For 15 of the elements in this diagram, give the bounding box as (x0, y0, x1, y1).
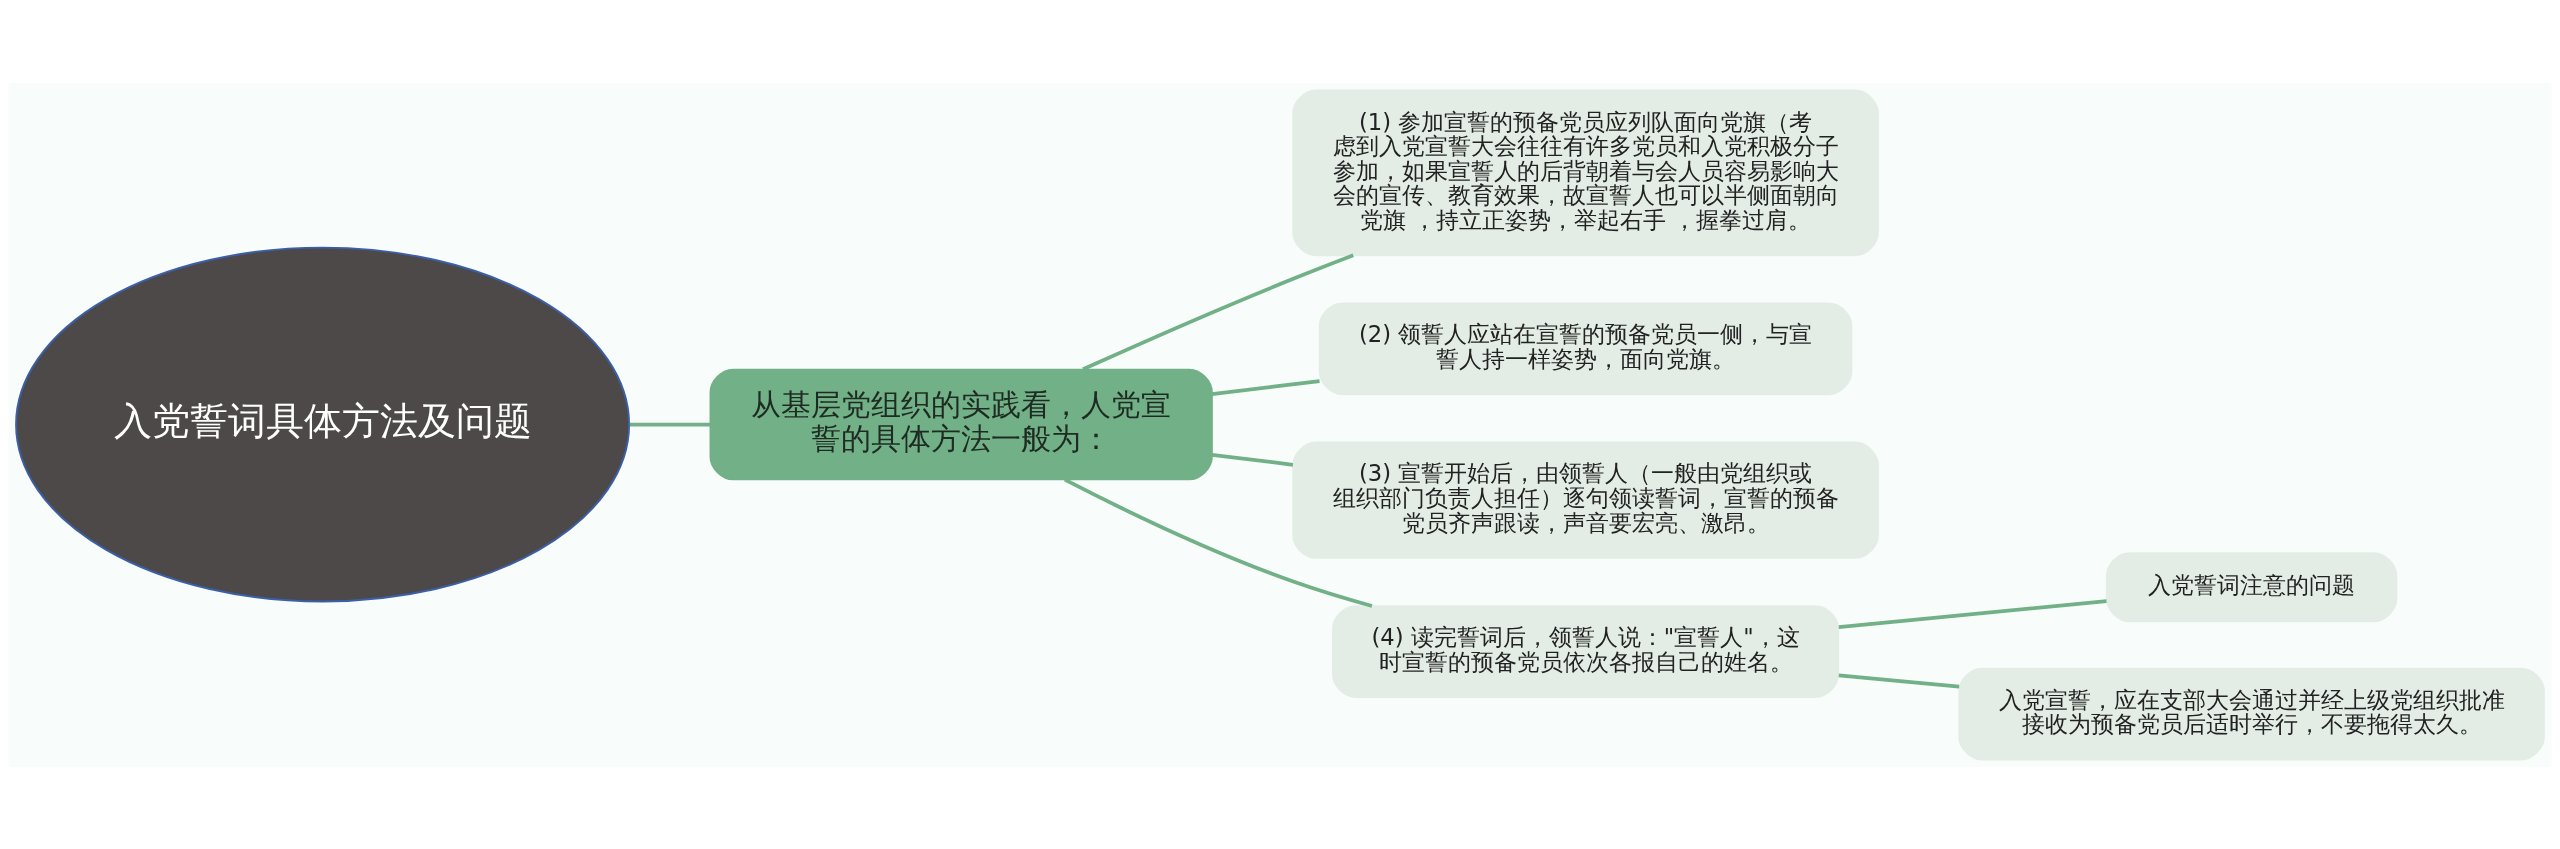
node-box: 入党宣誓，应在支部大会通过并经上级党组织批准接收为预备党员后适时举行，不要拖得太久。 (1958, 667, 2545, 760)
connector (1211, 378, 1320, 396)
node-box: (2) 领誓人应站在宣誓的预备党员一侧，与宣誓人持一样姿势，面向党旗。 (1318, 302, 1853, 395)
node-box: (4) 读完誓词后，领誓人说："宣誓人"，这时宣誓的预备党员依次各报自己的姓名。 (1332, 604, 1840, 698)
node-box: 从基层党组织的实践看，人党宣誓的具体方法一般为： (709, 368, 1213, 480)
node-box: (3) 宣誓开始后，由领誓人（一般由党组织或组织部门负责人担任）逐句领读誓词，宣誓的预备党员齐声跟读，声音要宏亮、激昂。 (1292, 441, 1879, 559)
connector (1211, 452, 1294, 467)
connector (1838, 598, 2107, 629)
node-ellipse: 入党誓词具体方法及问题 (15, 246, 631, 602)
node-box: 入党誓词注意的问题 (2105, 551, 2398, 622)
connector (1063, 477, 1373, 608)
connector (1082, 253, 1354, 371)
connector (629, 422, 711, 426)
connector (1838, 672, 1960, 688)
node-box: (1) 参加宣誓的预备党员应列队面向党旗（考虑到入党宣誓大会往往有许多党员和入党积极分子参加，如果宣誓人的后背朝着与会人员容易影响大会的宣传、教育效果，故宣誓人也可以半侧面朝向党旗 ，持立正姿势，举起右手 ，握拳过肩。 (1292, 89, 1879, 256)
